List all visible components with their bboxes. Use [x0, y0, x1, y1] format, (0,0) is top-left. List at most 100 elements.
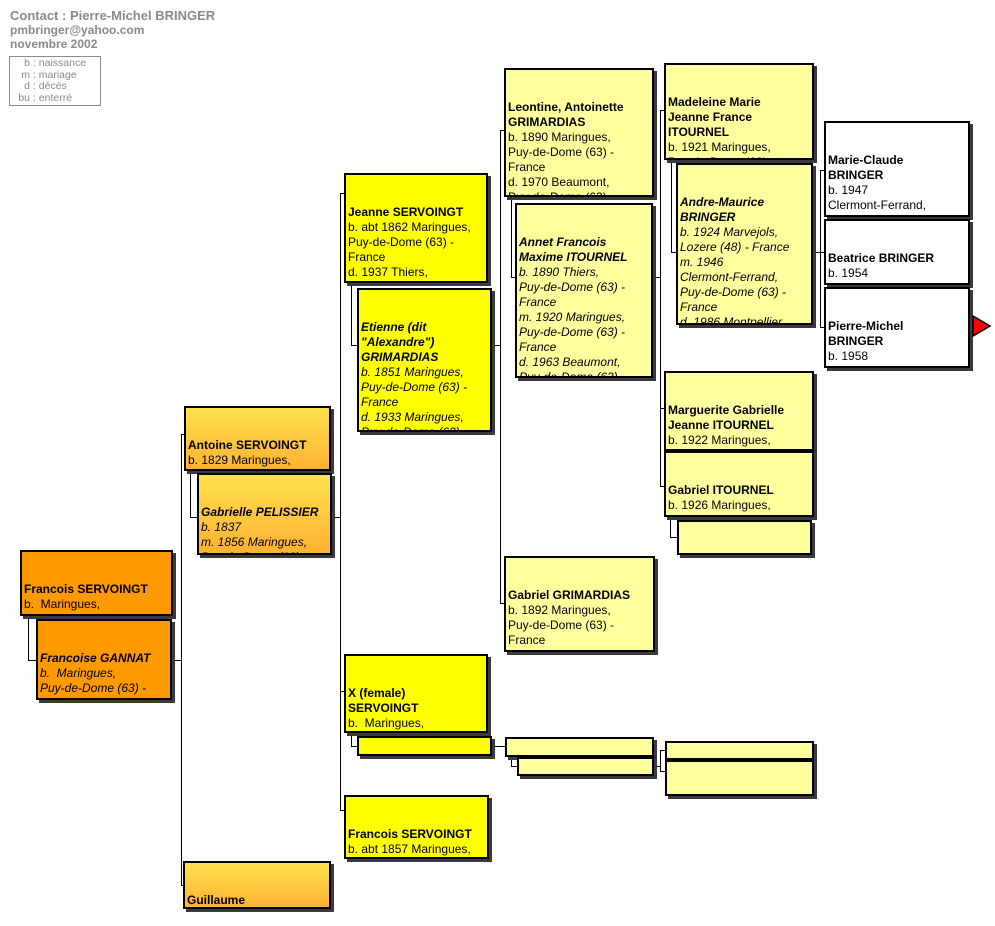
- person-details: b. 1890 Thiers, Puy-de-Dome (63) - Franc…: [519, 265, 626, 378]
- line-couple-leontine-annet: [511, 197, 512, 278]
- line-couple-jeanne-etienne: [351, 345, 358, 346]
- person-name: X (female) SERVOINGT: [348, 686, 419, 715]
- person-box-anne-marie-robillon[interactable]: Anne-Marie ROBILLON: [665, 760, 814, 796]
- person-name: Pierre-Michel BRINGER: [828, 319, 904, 348]
- person-name: Jeanne SERVOINGT: [348, 205, 464, 219]
- person-name: Etienne (dit "Alexandre") GRIMARDIAS: [361, 320, 439, 364]
- stub-francois-jr: [340, 810, 345, 811]
- person-details: b. 1892 Maringues, Puy-de-Dome (63) - Fr…: [508, 603, 633, 650]
- line-couple-gabriel-julie: [670, 517, 671, 538]
- line-feed-grimardias-children: [492, 345, 501, 346]
- person-details: b. Maringues, Puy-de-Dome (63) - France …: [40, 666, 147, 698]
- person-name: Andre-Maurice BRINGER: [680, 195, 765, 224]
- person-details: b. 1958 Clermont-Ferrand (63) - France: [828, 349, 947, 366]
- stub-beatrice: [820, 252, 825, 253]
- line-couple-francois-gannat: [28, 660, 37, 661]
- rail-jeanne-children: [500, 130, 501, 604]
- line-couple-leontine-annet: [511, 277, 516, 278]
- person-details: b. 1924 Marvejols, Lozere (48) - France …: [680, 225, 790, 325]
- stub-marguerite: [660, 408, 665, 409]
- legend-abbr: d: [24, 80, 30, 92]
- legend-box: b : naissance m : mariage d : décès bu :…: [9, 56, 101, 106]
- person-name: Madeleine Marie Jeanne France ITOURNEL: [668, 95, 761, 139]
- line-feed-bringer-children: [813, 252, 821, 253]
- line-feed-itournel-children: [653, 277, 661, 278]
- stub-guillaume: [181, 885, 184, 886]
- person-details: b. abt 1862 Maringues, Puy-de-Dome (63) …: [348, 220, 471, 281]
- person-box-x-male-robillon[interactable]: X (male) ROBILLON: [357, 736, 492, 756]
- line-couple-edouard-alix: [511, 756, 512, 767]
- person-name: Leontine, Antoinette GRIMARDIAS: [508, 100, 624, 129]
- person-name: Antoine SERVOINGT: [188, 438, 307, 452]
- person-box-julie-petrelli[interactable]: Julie Andree PETRELLI: [677, 520, 812, 555]
- contact-name: Contact : Pierre-Michel BRINGER: [10, 8, 216, 23]
- line-couple-antoine-gabrielle: [190, 517, 198, 518]
- person-name: Guillaume SERVOINGT: [187, 893, 246, 907]
- line-couple-xfemale-xmale: [351, 746, 358, 747]
- stub-antoine: [181, 434, 185, 435]
- person-details: b. Maringues, Puy-de-Dome (63) - France: [24, 597, 130, 614]
- rail-servoingt-children: [181, 434, 182, 886]
- legend-label: enterré: [38, 91, 73, 104]
- person-name: Gabriel ITOURNEL: [668, 483, 774, 497]
- person-name: Beatrice BRINGER: [828, 251, 935, 265]
- stub-jeanne: [340, 193, 345, 194]
- person-details: b. 1851 Maringues, Puy-de-Dome (63) - Fr…: [361, 365, 468, 432]
- rail-leontine-children: [660, 110, 661, 487]
- contact-header: Contact : Pierre-Michel BRINGER pmbringe…: [10, 8, 215, 51]
- line-couple-antoine-gabrielle: [190, 471, 191, 518]
- person-details: b. 1922 Maringues, Puy-de-Dome (63) - Fr…: [668, 433, 774, 449]
- person-box-alix-x[interactable]: Alix X: [517, 757, 654, 776]
- person-name: Francois SERVOINGT: [348, 827, 472, 841]
- stub-denise: [660, 750, 666, 751]
- person-details: b. Maringues, Puy-de-Dome (63) - France: [348, 716, 425, 730]
- person-name: Francois SERVOINGT: [24, 582, 148, 596]
- legend-label: naissance: [38, 57, 87, 69]
- person-details: b. 1837 m. 1856 Maringues, Puy-de-Dome (…: [201, 520, 308, 553]
- stub-gabriel-grimardias: [500, 603, 505, 604]
- person-box-denise-robillon[interactable]: Denise ROBILLON: [665, 741, 814, 760]
- person-name: Annet Francois Maxime ITOURNEL: [519, 235, 628, 264]
- legend-separator: :: [30, 68, 39, 81]
- rail-edouard-children: [660, 750, 661, 772]
- person-details: b. 1829 Maringues, Puy-de-Dome (63) - Fr…: [188, 453, 294, 469]
- legend-row-buried: bu : enterré: [12, 91, 98, 105]
- line-couple-madeleine-andre: [671, 160, 672, 253]
- person-box-edouard-robillon[interactable]: Edouard ROBILLON: [505, 737, 654, 757]
- stub-x-female: [340, 691, 345, 692]
- legend-separator: :: [30, 91, 39, 104]
- person-name: Anne-Marie ROBILLON: [669, 792, 810, 794]
- person-name: Gabrielle PELISSIER: [201, 505, 319, 519]
- line-feed-pelissier-children: [332, 517, 341, 518]
- line-feed-gannat-children: [172, 660, 182, 661]
- legend-label: mariage: [38, 68, 77, 81]
- legend-separator: :: [30, 80, 39, 92]
- rail-madeleine-children: [820, 170, 821, 328]
- legend-separator: :: [30, 57, 39, 69]
- line-feed-robillon-children: [654, 766, 661, 767]
- stub-pierre-michel: [820, 327, 825, 328]
- legend-row-death: d : décès: [12, 80, 98, 93]
- person-name: Marie-Claude BRINGER: [828, 153, 904, 182]
- person-details: b. 1926 Maringues, Puy-de-Dome (63) - Fr…: [668, 498, 774, 515]
